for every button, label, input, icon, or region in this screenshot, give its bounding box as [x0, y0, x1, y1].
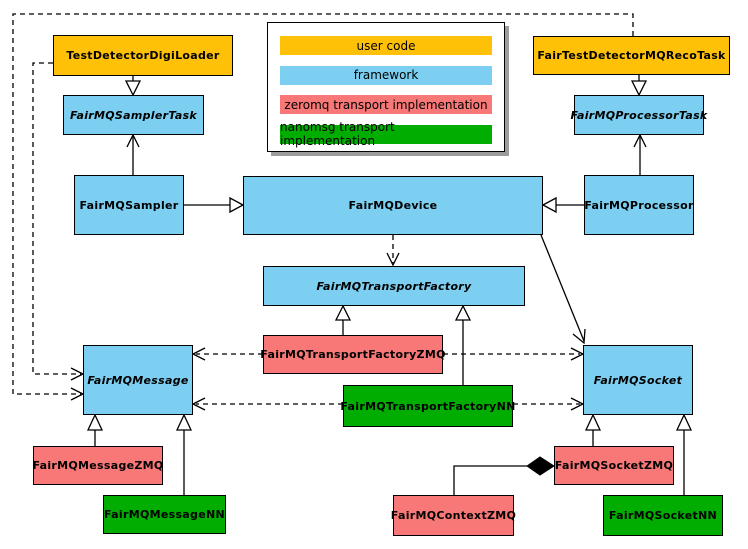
triangle-at-device-left [229, 196, 245, 214]
node-label: FairTestDetectorMQRecoTask [537, 49, 726, 62]
node-label: FairMQSocket [593, 373, 683, 387]
edge-digiloader-to-message [32, 62, 81, 375]
node-fairmqcontextzmq: FairMQContextZMQ [390, 495, 517, 536]
node-label: TestDetectorDigiLoader [66, 49, 220, 62]
arrowhead-samplertask [126, 133, 140, 148]
node-label: FairMQProcessor [584, 198, 694, 212]
composition-diamond-icon [526, 456, 555, 476]
arrowhead-processortask [633, 133, 647, 148]
node-fairmqsocketzmq: FairMQSocketZMQ [554, 446, 674, 485]
node-label: FairMQTransportFactoryZMQ [260, 348, 446, 361]
node-label: FairMQSocketZMQ [554, 459, 674, 472]
arrowhead-socket-diagonal [572, 328, 586, 345]
node-fairmqmessagezmq: FairMQMessageZMQ [32, 446, 164, 485]
legend-item-zeromq: zeromq transport implementation [280, 95, 492, 115]
triangle-at-processortask [630, 80, 648, 97]
triangle-at-transportfactory-left [334, 304, 352, 321]
node-label: FairMQContextZMQ [390, 509, 517, 522]
node-label: FairMQSampler [79, 198, 179, 212]
triangle-at-message-right [175, 413, 193, 431]
legend-item-framework: framework [280, 65, 492, 85]
node-fairmqsampler: FairMQSampler [74, 175, 184, 235]
node-fairmqmessagenn: FairMQMessageNN [103, 495, 226, 534]
node-fairmqmessage: FairMQMessage [83, 345, 193, 415]
triangle-at-transportfactory-right [454, 304, 472, 321]
node-fairmqprocessortask: FairMQProcessorTask [570, 95, 707, 135]
node-label: FairMQMessageZMQ [32, 459, 164, 472]
node-label: FairMQSocketNN [608, 509, 718, 522]
node-fairmqprocessor: FairMQProcessor [584, 175, 694, 235]
node-label: FairMQProcessorTask [570, 108, 708, 122]
dependency-edges [12, 13, 634, 405]
node-fairmqtransportfactoryzmq: FairMQTransportFactoryZMQ [260, 335, 446, 374]
legend-item-user-code: user code [280, 36, 492, 55]
node-fairmqtransportfactory: FairMQTransportFactory [263, 266, 525, 306]
edge-contextzmq-to-socketzmq [453, 465, 527, 495]
node-label: FairMQTransportFactoryNN [340, 399, 516, 413]
node-testdetectordigiloader: TestDetectorDigiLoader [53, 35, 233, 76]
node-fairmqsamplertask: FairMQSamplerTask [63, 95, 204, 135]
node-fairtestdetectormqrecotask: FairTestDetectorMQRecoTask [533, 36, 730, 75]
legend-item-nanomsg: nanomsg transport implementation [280, 120, 492, 148]
legend-label: zeromq transport implementation [284, 97, 488, 112]
arrowhead-message-from-nn [191, 397, 206, 411]
node-fairmqtransportfactorynn: FairMQTransportFactoryNN [340, 385, 516, 427]
legend-label: user code [356, 38, 416, 53]
edge-recotask-to-message [12, 13, 634, 395]
triangle-at-socket-left [584, 413, 602, 431]
triangle-at-message-left [86, 413, 104, 431]
solid-edges [94, 75, 685, 495]
node-fairmqsocket: FairMQSocket [583, 345, 693, 415]
node-fairmqdevice: FairMQDevice [243, 176, 543, 235]
legend-label: nanomsg transport implementation [280, 120, 395, 149]
legend: user code framework zeromq transport imp… [267, 22, 505, 152]
triangle-at-samplertask [124, 80, 142, 97]
arrowhead-transportfactory [386, 252, 400, 267]
node-label: FairMQTransportFactory [316, 279, 472, 293]
legend-label: framework [353, 68, 419, 83]
triangle-at-device-right [541, 196, 557, 214]
inheritance-arrowheads [86, 80, 693, 431]
arrowhead-message-from-zmq [191, 347, 206, 361]
triangle-at-socket-right [675, 413, 693, 431]
node-fairmqsocketnn: FairMQSocketNN [603, 495, 723, 536]
node-label: FairMQMessage [87, 373, 189, 387]
node-label: FairMQDevice [348, 199, 438, 212]
edge-device-to-socket [540, 234, 585, 342]
node-label: FairMQSamplerTask [69, 108, 198, 122]
node-label: FairMQMessageNN [104, 508, 225, 521]
